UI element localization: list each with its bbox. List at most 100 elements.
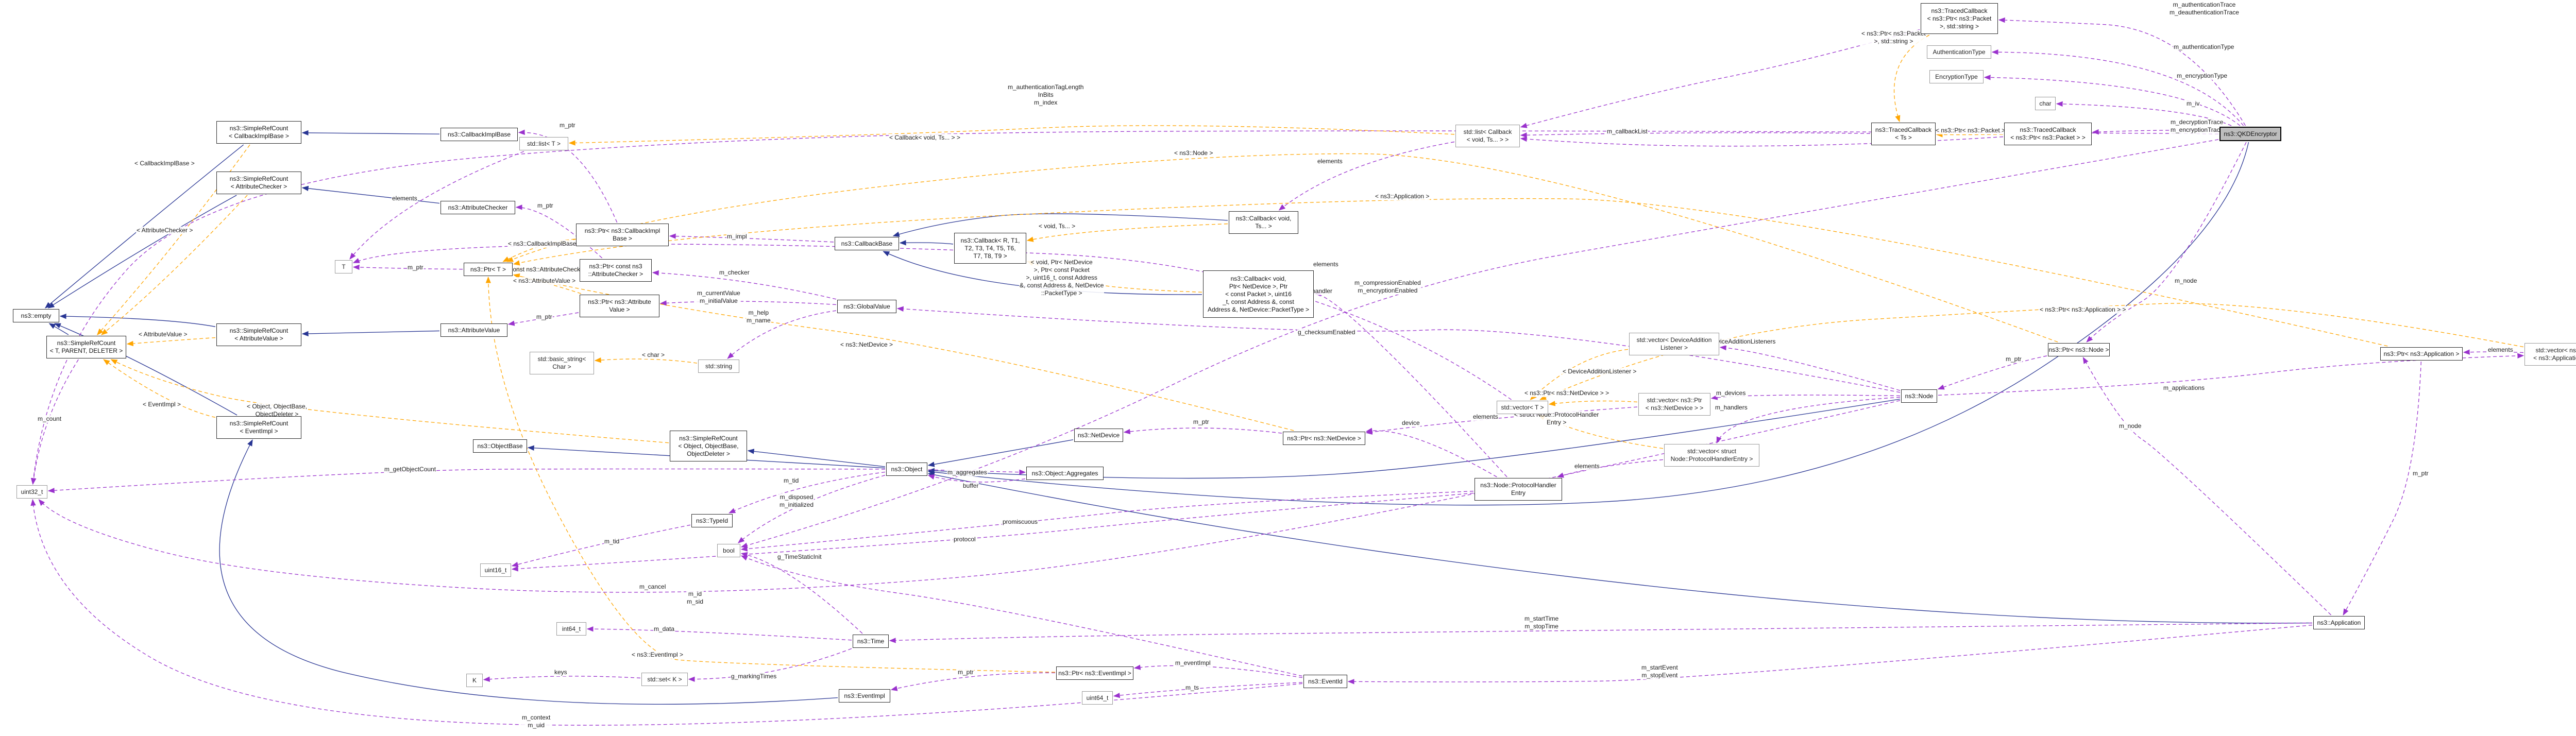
- class-box-evimpl[interactable]: ns3::EventImpl: [839, 689, 890, 703]
- class-box-cb-voidts[interactable]: ns3::Callback< void,Ts... >: [1229, 211, 1298, 234]
- class-box-label: AuthenticationType: [1933, 48, 1986, 56]
- class-box-achecker[interactable]: ns3::AttributeChecker: [440, 201, 515, 214]
- edge-label-tmpl-src-ac: < AttributeChecker >: [136, 227, 194, 234]
- class-box-uint64: uint64_t: [1082, 691, 1113, 705]
- edge-label-m-tid-typeid: m_tid: [604, 538, 620, 545]
- class-box-node[interactable]: ns3::Node: [1901, 389, 1937, 403]
- class-box-label: ns3::Ptr< const ns3: [589, 263, 642, 270]
- class-box-label: std::vector< DeviceAddition: [1636, 336, 1712, 344]
- class-box-label: ns3::EventId: [1308, 677, 1343, 685]
- class-box-label: Node::ProtocolHandlerEntry >: [1670, 455, 1753, 463]
- class-box-evid[interactable]: ns3::EventId: [1303, 675, 1347, 688]
- class-box-vec-papp: std::vector< ns3::Ptr< ns3::Application …: [2524, 343, 2576, 366]
- class-box-ptr-nd[interactable]: ns3::Ptr< ns3::NetDevice >: [1283, 432, 1365, 445]
- edge-label-tmpl-application: < ns3::Application >: [1375, 193, 1430, 200]
- edge-label-elements-list-t: elements: [392, 195, 418, 202]
- edge-label-line: < ns3::EventImpl >: [632, 651, 684, 658]
- class-box-ptr-cac[interactable]: ns3::Ptr< const ns3::AttributeChecker >: [580, 259, 652, 282]
- edge-evid-to-bool: [740, 555, 1303, 677]
- edge-label-m-getobjectcount: m_getObjectCount: [384, 466, 437, 473]
- class-box-netdev[interactable]: ns3::NetDevice: [1074, 429, 1123, 442]
- class-box-avalue[interactable]: ns3::AttributeValue: [440, 323, 507, 337]
- edge-label-line: < ns3::Node >: [1174, 149, 1213, 157]
- edge-label-line: g_TimeStaticInit: [777, 553, 822, 560]
- edge-label-g-checksumenabled: g_checksumEnabled: [1297, 329, 1356, 336]
- class-box-src-ac[interactable]: ns3::SimpleRefCount< AttributeChecker >: [216, 172, 301, 194]
- edge-label-keys: keys: [554, 669, 568, 676]
- edge-label-line: elements: [1313, 261, 1338, 268]
- class-box-label: Listener >: [1660, 344, 1688, 351]
- edge-vec-phe-to-phe: [1557, 459, 1664, 478]
- class-box-label: std::vector< ns3::Ptr: [2535, 347, 2576, 354]
- class-box-cib[interactable]: ns3::CallbackImplBase: [440, 128, 518, 141]
- edge-label-line: < void, Ptr< NetDevice: [1030, 259, 1093, 266]
- class-box-label: Char >: [552, 363, 571, 370]
- edge-label-line: protocol: [954, 536, 976, 543]
- edge-node-to-vec-dal: [1719, 345, 1901, 391]
- edge-label-tmpl-src-ei: < EventImpl >: [142, 401, 182, 408]
- class-box-object[interactable]: ns3::Object: [886, 463, 927, 476]
- class-box-cb-r[interactable]: ns3::Callback< R, T1,T2, T3, T4, T5, T6,…: [954, 233, 1026, 264]
- edge-label-m-ts: m_ts: [1185, 684, 1200, 692]
- edge-traced2-to-traced-ts: [1936, 132, 2004, 138]
- class-box-time[interactable]: ns3::Time: [853, 635, 889, 648]
- class-box-src-obod[interactable]: ns3::SimpleRefCount< Object, ObjectBase,…: [670, 431, 747, 461]
- class-box-label: bool: [723, 546, 735, 554]
- edge-ptr-cib-to-cib: [518, 129, 618, 223]
- class-box-label: < EventImpl >: [240, 427, 278, 435]
- class-box-traced2[interactable]: ns3::TracedCallback< ns3::Ptr< ns3::Pack…: [2004, 123, 2092, 145]
- edge-label-line: m_ptr: [958, 669, 974, 676]
- edge-label-handler: handler: [1311, 287, 1333, 295]
- edge-label-line: < AttributeValue >: [139, 331, 188, 338]
- class-box-label: ns3::Ptr< ns3::Application >: [2383, 350, 2460, 357]
- class-box-aggr[interactable]: ns3::Object::Aggregates: [1026, 467, 1104, 480]
- edge-list-t-to-T: [349, 151, 524, 260]
- edge-label-tmpl-netdevice: < ns3::NetDevice >: [840, 341, 894, 349]
- class-box-ptr-node[interactable]: ns3::Ptr< ns3::Node >: [2048, 343, 2110, 356]
- edge-label-line: m_tid: [784, 477, 799, 484]
- class-box-cbase[interactable]: ns3::CallbackBase: [835, 237, 899, 250]
- edge-ptr-av-to-avalue: [507, 312, 579, 326]
- class-box-ptr-app[interactable]: ns3::Ptr< ns3::Application >: [2380, 347, 2463, 361]
- edge-label-m-dal: m_deviceAdditionListeners: [1701, 338, 1776, 346]
- class-box-label: ns3::SimpleRefCount: [229, 327, 289, 334]
- class-box-authtype: AuthenticationType: [1927, 45, 1991, 59]
- edge-node-to-uint32: [38, 400, 1901, 593]
- edge-label-line: m_ptr: [537, 202, 553, 209]
- class-box-cb-big[interactable]: ns3::Callback< void,Ptr< NetDevice >, Pt…: [1203, 270, 1314, 318]
- class-box-src-cib[interactable]: ns3::SimpleRefCount< CallbackImplBase >: [216, 121, 301, 144]
- class-box-int64: int64_t: [556, 622, 586, 636]
- class-box-sstring: std::string: [698, 360, 739, 373]
- edge-gvalue-to-ptr-cac: [652, 270, 837, 300]
- class-box-label: ns3::CallbackBase: [841, 239, 893, 247]
- class-box-src-ei[interactable]: ns3::SimpleRefCount< EventImpl >: [216, 416, 301, 439]
- class-box-src-tpd[interactable]: ns3::SimpleRefCount< T, PARENT, DELETER …: [46, 336, 126, 358]
- class-box-ptr-ei[interactable]: ns3::Ptr< ns3::EventImpl >: [1056, 666, 1133, 680]
- class-box-obase[interactable]: ns3::ObjectBase: [473, 439, 527, 453]
- edge-label-m-ptr-t: m_ptr: [407, 264, 424, 271]
- class-box-typeid[interactable]: ns3::TypeId: [691, 514, 733, 527]
- edge-label-m-node-qkd: m_node: [2174, 277, 2198, 285]
- edge-label-line: m_data: [654, 625, 675, 632]
- edge-label-m-ptr-eventimpl: m_ptr: [957, 669, 974, 676]
- class-box-ptr-t[interactable]: ns3::Ptr< T >: [464, 263, 513, 276]
- class-box-label: ns3::Callback< void,: [1230, 275, 1286, 282]
- class-box-empty[interactable]: ns3::empty: [13, 309, 59, 322]
- class-box-qkd[interactable]: ns3::QKDEncryptor: [2219, 127, 2281, 141]
- class-box-gvalue[interactable]: ns3::GlobalValue: [837, 300, 896, 313]
- class-box-src-av[interactable]: ns3::SimpleRefCount< AttributeValue >: [216, 323, 301, 346]
- class-box-label: std::vector< struct: [1687, 448, 1737, 455]
- class-box-traced1[interactable]: ns3::TracedCallback< ns3::Ptr< ns3::Pack…: [1921, 3, 1998, 34]
- edge-label-line: < DeviceAdditionListener >: [1563, 368, 1637, 375]
- edge-evimpl-to-src-ei: [219, 439, 838, 705]
- class-box-app[interactable]: ns3::Application: [2313, 616, 2365, 629]
- class-box-traced-ts[interactable]: ns3::TracedCallback< Ts >: [1871, 123, 1936, 145]
